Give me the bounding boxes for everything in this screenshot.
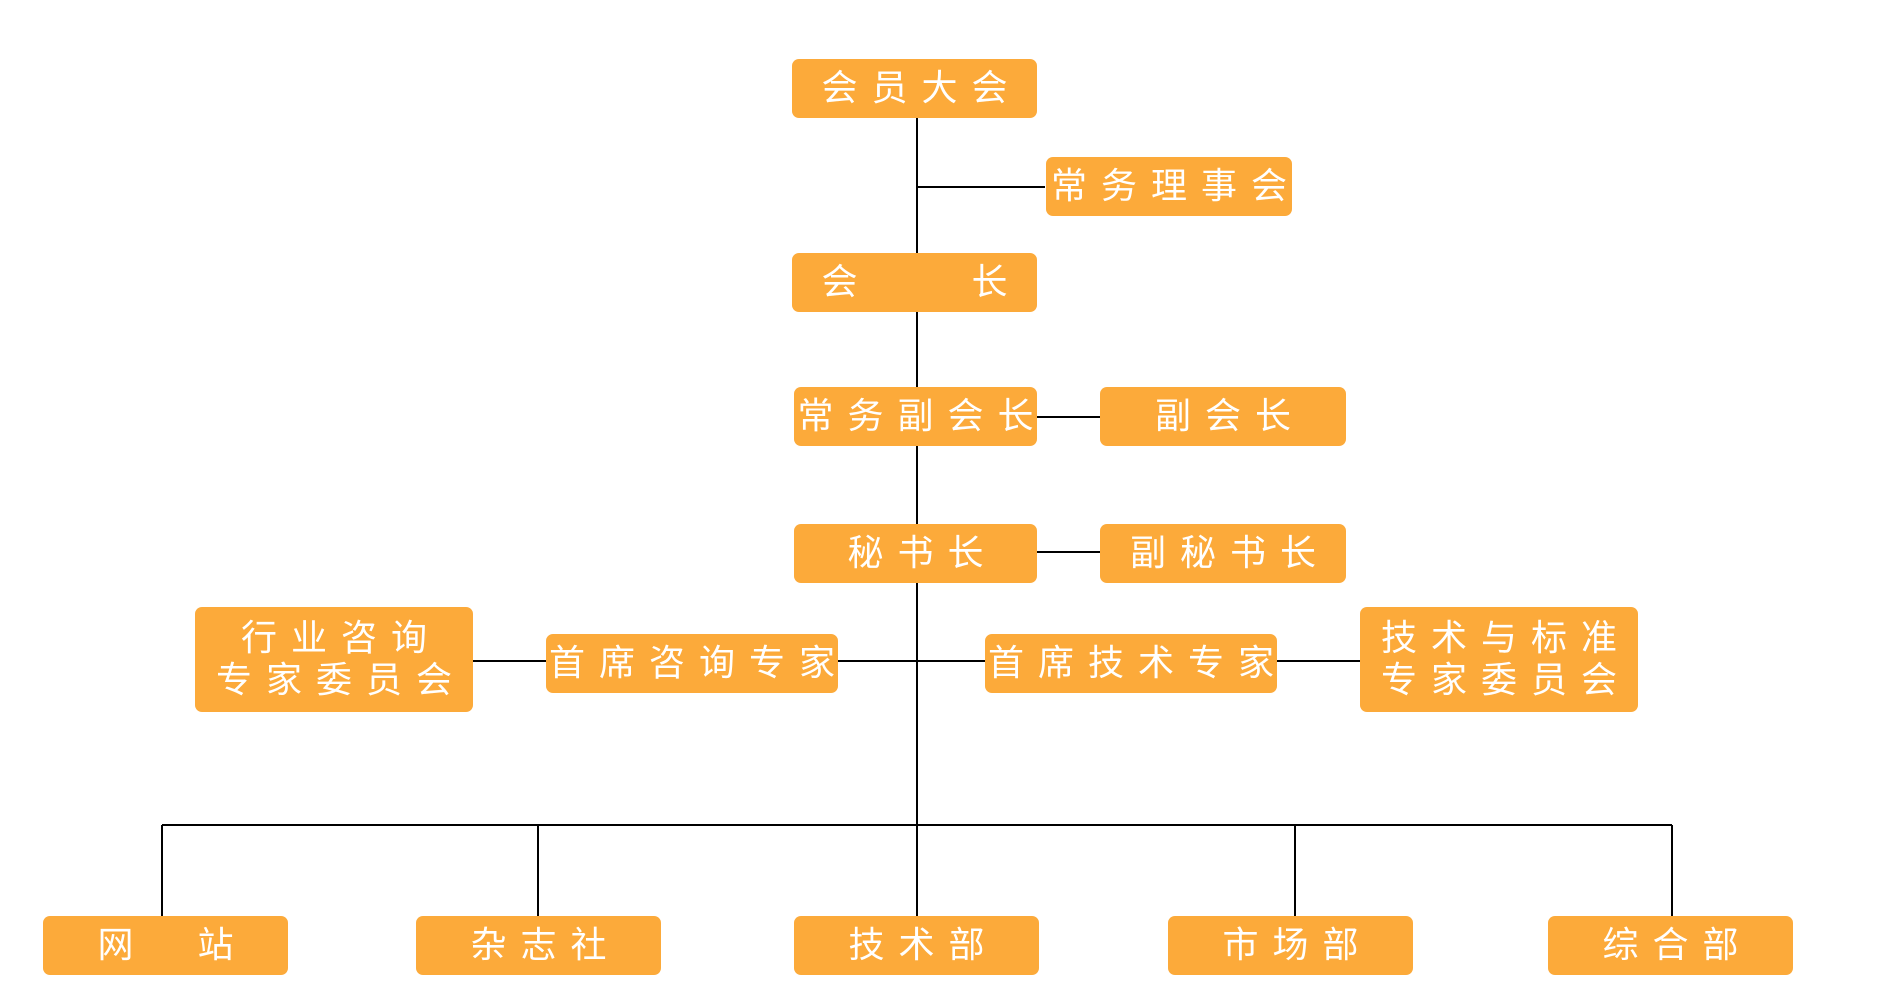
node-label: 副会长 xyxy=(1154,395,1305,437)
node-general-dept: 综合部 xyxy=(1548,916,1793,975)
node-vice-president: 副会长 xyxy=(1100,387,1346,446)
node-secretary-general: 秘书长 xyxy=(794,524,1037,583)
node-label: 综合部 xyxy=(1602,924,1753,966)
node-label-line-1: 行业咨询 xyxy=(240,617,441,659)
node-label: 常务副会长 xyxy=(797,395,1048,437)
node-label: 市场部 xyxy=(1222,924,1373,966)
node-label: 会员大会 xyxy=(821,67,1022,109)
node-website: 网 站 xyxy=(43,916,288,975)
node-standing-council: 常务理事会 xyxy=(1046,157,1292,216)
node-marketing-dept: 市场部 xyxy=(1168,916,1413,975)
node-label-line-2: 专家委员会 xyxy=(1380,659,1631,701)
node-label: 网 站 xyxy=(97,924,248,966)
node-label: 常务理事会 xyxy=(1051,165,1302,207)
node-industry-consulting-committee: 行业咨询 专家委员会 xyxy=(195,607,473,712)
node-label: 会 长 xyxy=(821,261,1022,303)
node-technology-dept: 技术部 xyxy=(794,916,1039,975)
node-tech-standards-committee: 技术与标准 专家委员会 xyxy=(1360,607,1638,712)
node-label: 首席技术专家 xyxy=(988,642,1289,684)
node-general-assembly: 会员大会 xyxy=(792,59,1037,118)
node-deputy-secretary-general: 副秘书长 xyxy=(1100,524,1346,583)
node-label: 杂志社 xyxy=(470,924,621,966)
node-executive-vice-president: 常务副会长 xyxy=(794,387,1037,446)
node-chief-consulting-expert: 首席咨询专家 xyxy=(546,634,838,693)
node-president: 会 长 xyxy=(792,253,1037,312)
node-label: 技术部 xyxy=(848,924,999,966)
node-label: 副秘书长 xyxy=(1129,532,1330,574)
node-label: 秘书长 xyxy=(847,532,998,574)
node-label-line-2: 专家委员会 xyxy=(215,659,466,701)
node-chief-technical-expert: 首席技术专家 xyxy=(985,634,1277,693)
node-label: 首席咨询专家 xyxy=(549,642,850,684)
node-label-line-1: 技术与标准 xyxy=(1380,617,1631,659)
node-magazine: 杂志社 xyxy=(416,916,661,975)
